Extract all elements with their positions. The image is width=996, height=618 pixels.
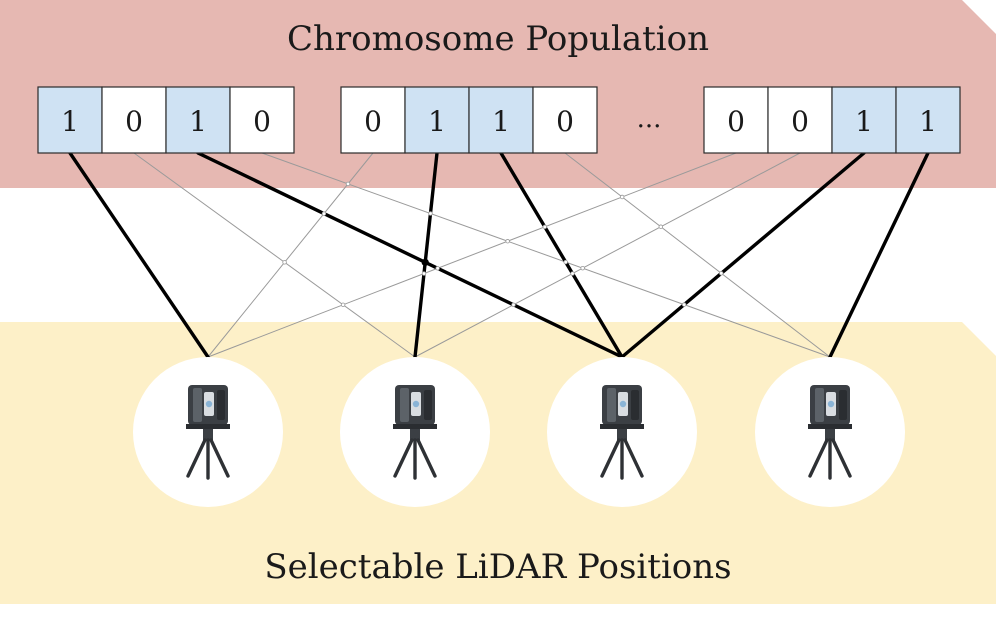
positions-title: Selectable LiDAR Positions — [264, 547, 731, 587]
selected-link — [499, 151, 624, 359]
crossing-dot — [340, 302, 346, 308]
gene-cell — [895, 86, 961, 154]
crossing-dot — [719, 271, 724, 276]
gene-value: 1 — [855, 105, 873, 138]
crossing-dot — [570, 271, 575, 276]
lidar-scanner-icon — [186, 385, 230, 480]
crossing-dot — [619, 194, 625, 200]
scanner-node — [547, 357, 697, 507]
crossing-dot — [435, 266, 440, 271]
selected-link — [828, 151, 930, 359]
crossing-dot — [345, 181, 351, 187]
ellipsis: ... — [637, 104, 662, 134]
unselected-link — [564, 152, 831, 358]
chromosome: 1 0 1 0 — [37, 86, 295, 154]
gene-value: 1 — [189, 105, 207, 138]
gene-cell — [767, 86, 833, 154]
lidar-scanner-icon — [808, 385, 852, 480]
crossing-dot — [511, 302, 516, 308]
unselected-link — [207, 152, 737, 358]
scanner-node — [340, 357, 490, 507]
chromosome-row: 1 0 1 0 0 1 1 0 0 0 1 1 — [37, 86, 961, 154]
gene-value: 0 — [791, 105, 809, 138]
gene-value: 1 — [428, 105, 446, 138]
crossing-dot — [505, 239, 510, 244]
selected-link — [196, 151, 624, 359]
crossing-dot — [421, 271, 427, 276]
crossing-dot — [580, 265, 585, 271]
selected-link — [620, 151, 866, 359]
unselected-link — [207, 152, 374, 358]
gene-value: 0 — [364, 105, 382, 138]
inactive-links — [133, 152, 831, 358]
gene-cell — [37, 86, 103, 154]
scanner-node — [133, 357, 283, 507]
gene-value: 1 — [492, 105, 510, 138]
scanner-nodes — [133, 357, 905, 507]
gene-cell — [340, 86, 406, 154]
gene-cell — [165, 86, 231, 154]
gene-cell — [703, 86, 769, 154]
gene-value: 0 — [253, 105, 271, 138]
gene-value: 0 — [125, 105, 143, 138]
gene-cell — [101, 86, 167, 154]
crossing-dot — [681, 302, 687, 307]
lidar-scanner-icon — [393, 385, 437, 480]
gene-value: 0 — [556, 105, 574, 138]
population-title: Chromosome Population — [287, 19, 709, 59]
unselected-link — [261, 152, 831, 358]
crossing-dots — [282, 181, 724, 308]
chromosome: 0 0 1 1 — [703, 86, 961, 154]
gene-cell — [404, 86, 470, 154]
active-links — [68, 151, 930, 359]
crossing-dot — [658, 224, 664, 229]
selected-link — [413, 151, 439, 359]
crossing-dot — [428, 211, 433, 216]
crossing-dot — [282, 260, 287, 265]
chromosome: 0 1 1 0 — [340, 86, 598, 154]
unselected-link — [414, 152, 801, 358]
selected-link — [68, 151, 210, 359]
crossing-dot — [563, 259, 568, 265]
gene-cell — [229, 86, 295, 154]
lidar-scanner-icon — [600, 385, 644, 480]
gene-cell — [468, 86, 534, 154]
unselected-link — [133, 152, 416, 358]
crossing-dot — [321, 211, 327, 216]
crossing-dot — [542, 224, 548, 230]
gene-cell — [831, 86, 897, 154]
gene-value: 1 — [919, 105, 937, 138]
gene-value: 0 — [727, 105, 745, 138]
gene-value: 1 — [61, 105, 79, 138]
scanner-node — [755, 357, 905, 507]
crossing-dot — [421, 258, 429, 266]
gene-cell — [532, 86, 598, 154]
